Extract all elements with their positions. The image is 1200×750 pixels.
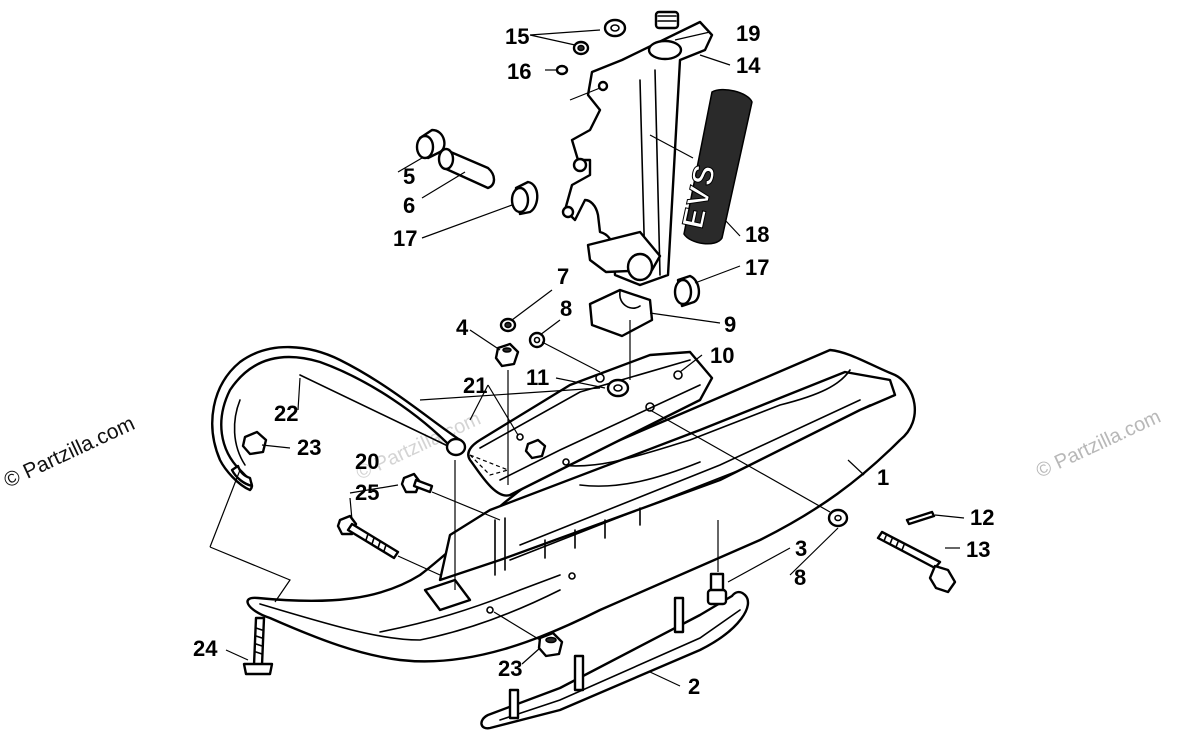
locknut-4	[494, 342, 520, 368]
wear-bar	[480, 590, 750, 730]
washer-11	[606, 378, 630, 398]
ski-loop	[211, 345, 467, 492]
callout-4: 4	[456, 315, 469, 340]
callout-23-top: 23	[297, 435, 321, 460]
bolt-24	[242, 616, 274, 676]
alignment-lines	[397, 320, 831, 641]
bushing-5	[415, 128, 446, 160]
callout-8-top: 8	[560, 296, 572, 321]
callout-8-bottom: 8	[794, 565, 806, 590]
callout-23-bottom: 23	[498, 656, 522, 681]
callout-13: 13	[966, 537, 990, 562]
bolt-25	[336, 514, 400, 560]
callout-2: 2	[688, 674, 700, 699]
watermark-right: © Partzilla.com	[1033, 406, 1164, 483]
callout-6: 6	[403, 193, 415, 218]
callout-15: 15	[505, 24, 529, 49]
callout-5: 5	[403, 164, 415, 189]
cotter-pin-12	[905, 510, 936, 526]
callout-22: 22	[274, 401, 298, 426]
block-9	[588, 288, 654, 338]
nut-7	[499, 317, 517, 333]
callout-9: 9	[724, 312, 736, 337]
callouts: 1 2 3 4 5 6 7 8 8 9 10 11 12 13 14 15 16…	[193, 21, 994, 699]
callout-19: 19	[736, 21, 760, 46]
ski-body	[246, 348, 916, 663]
bushing-17-right	[673, 274, 701, 308]
stud-part-3	[706, 572, 728, 606]
watermark-left: © Partzilla.com	[0, 412, 138, 493]
leader-lines	[209, 29, 965, 687]
callout-18: 18	[745, 222, 769, 247]
nut-23-top	[241, 430, 268, 456]
spindle	[561, 10, 714, 287]
nut-23-bottom	[537, 631, 564, 658]
callout-24: 24	[193, 636, 218, 661]
callout-1: 1	[877, 465, 889, 490]
decal: EVS	[676, 88, 753, 245]
callout-16: 16	[507, 59, 531, 84]
callout-17-left: 17	[393, 226, 417, 251]
ski-saddle	[467, 350, 714, 497]
sleeve-6	[437, 147, 496, 190]
callout-21: 21	[463, 373, 487, 398]
callout-10: 10	[710, 343, 734, 368]
callout-7: 7	[557, 264, 569, 289]
grease-fitting-16	[555, 64, 569, 76]
nut-21	[524, 438, 547, 460]
washer-8-right	[827, 508, 849, 528]
bolt-13	[876, 530, 957, 594]
washer-8	[528, 331, 546, 349]
callout-12: 12	[970, 505, 994, 530]
callout-25: 25	[355, 480, 379, 505]
callout-3: 3	[795, 536, 807, 561]
bushing-17-left	[510, 180, 539, 216]
callout-11: 11	[526, 365, 549, 390]
washer-15	[603, 18, 627, 38]
bolt-20	[400, 472, 434, 494]
callout-17-right: 17	[745, 255, 769, 280]
washer-15b	[572, 40, 590, 56]
callout-14: 14	[736, 53, 761, 78]
callout-20: 20	[355, 449, 379, 474]
